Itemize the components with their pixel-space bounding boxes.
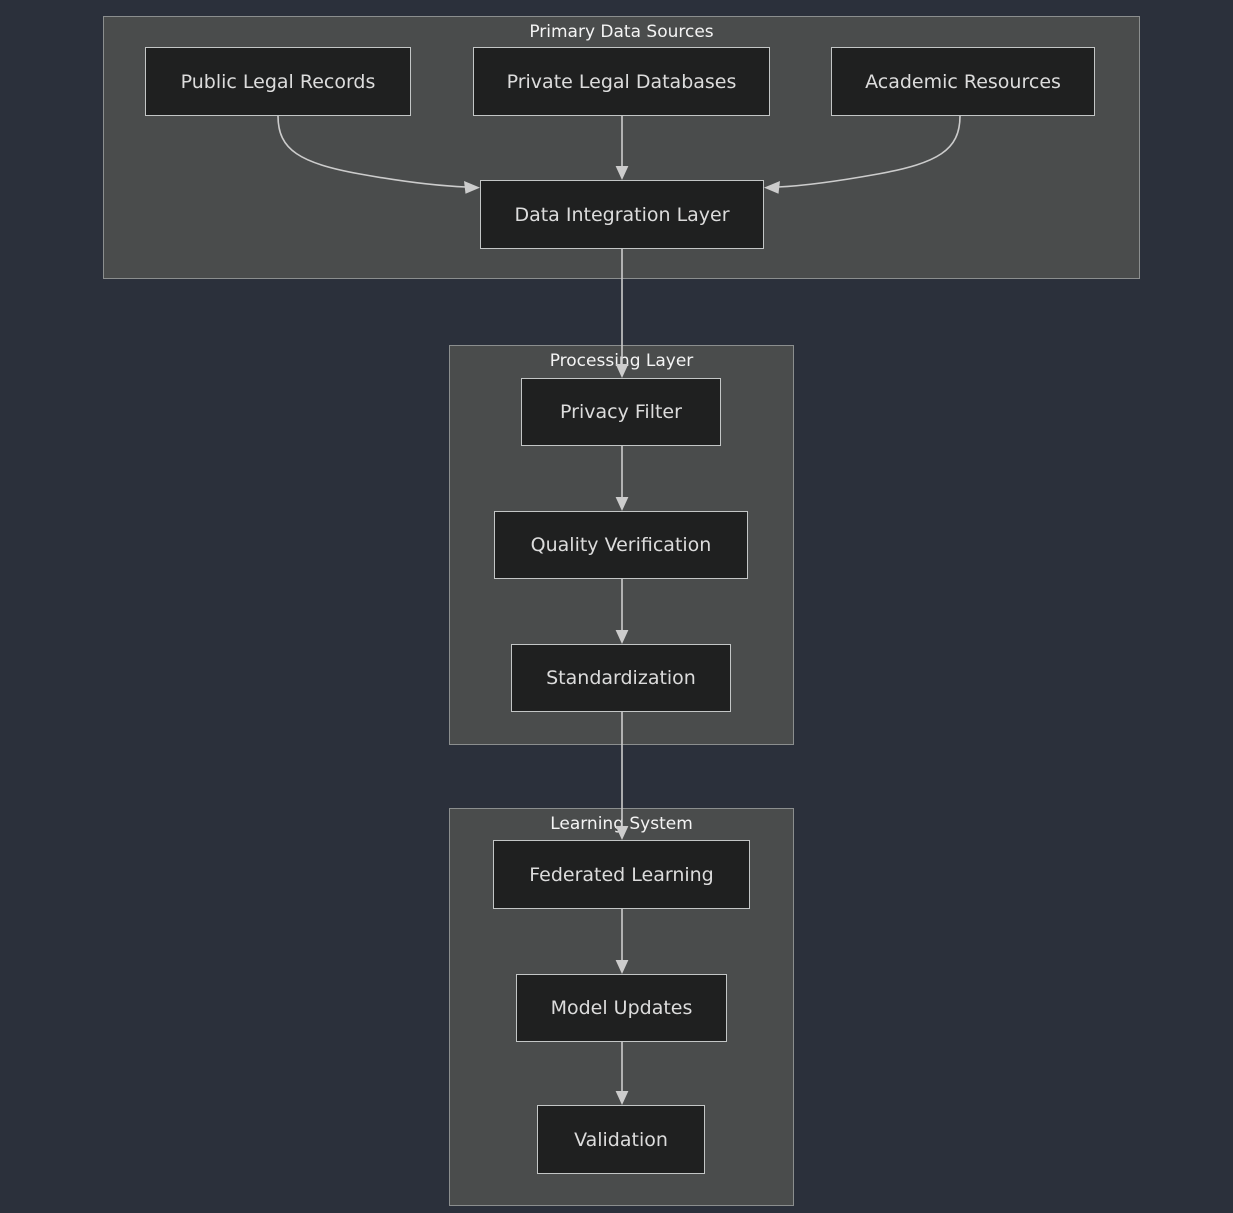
node-label-public-legal-records: Public Legal Records [180, 70, 376, 93]
node-label-model-updates: Model Updates [550, 997, 693, 1019]
node-validation[interactable]: Validation [537, 1105, 705, 1174]
node-private-legal-databases[interactable]: Private Legal Databases [473, 47, 770, 116]
node-standardization[interactable]: Standardization [511, 644, 731, 712]
node-federated-learning[interactable]: Federated Learning [493, 840, 750, 909]
node-label-academic-resources: Academic Resources [865, 70, 1061, 93]
node-public-legal-records[interactable]: Public Legal Records [145, 47, 411, 116]
node-label-private-legal-databases: Private Legal Databases [506, 70, 737, 93]
node-label-privacy-filter: Privacy Filter [560, 401, 682, 423]
node-academic-resources[interactable]: Academic Resources [831, 47, 1095, 116]
node-label-data-integration-layer: Data Integration Layer [514, 203, 730, 226]
subgraph-title-processing-layer: Processing Layer [549, 351, 694, 371]
node-label-federated-learning: Federated Learning [529, 863, 714, 886]
node-label-quality-verification: Quality Verification [530, 534, 712, 556]
node-label-standardization: Standardization [546, 667, 696, 689]
node-label-validation: Validation [574, 1128, 668, 1151]
node-model-updates[interactable]: Model Updates [516, 974, 727, 1042]
subgraph-title-learning-system: Learning System [550, 814, 693, 834]
subgraph-title-primary-data-sources: Primary Data Sources [529, 22, 714, 42]
node-privacy-filter[interactable]: Privacy Filter [521, 378, 721, 446]
node-data-integration-layer[interactable]: Data Integration Layer [480, 180, 764, 249]
node-quality-verification[interactable]: Quality Verification [494, 511, 748, 579]
